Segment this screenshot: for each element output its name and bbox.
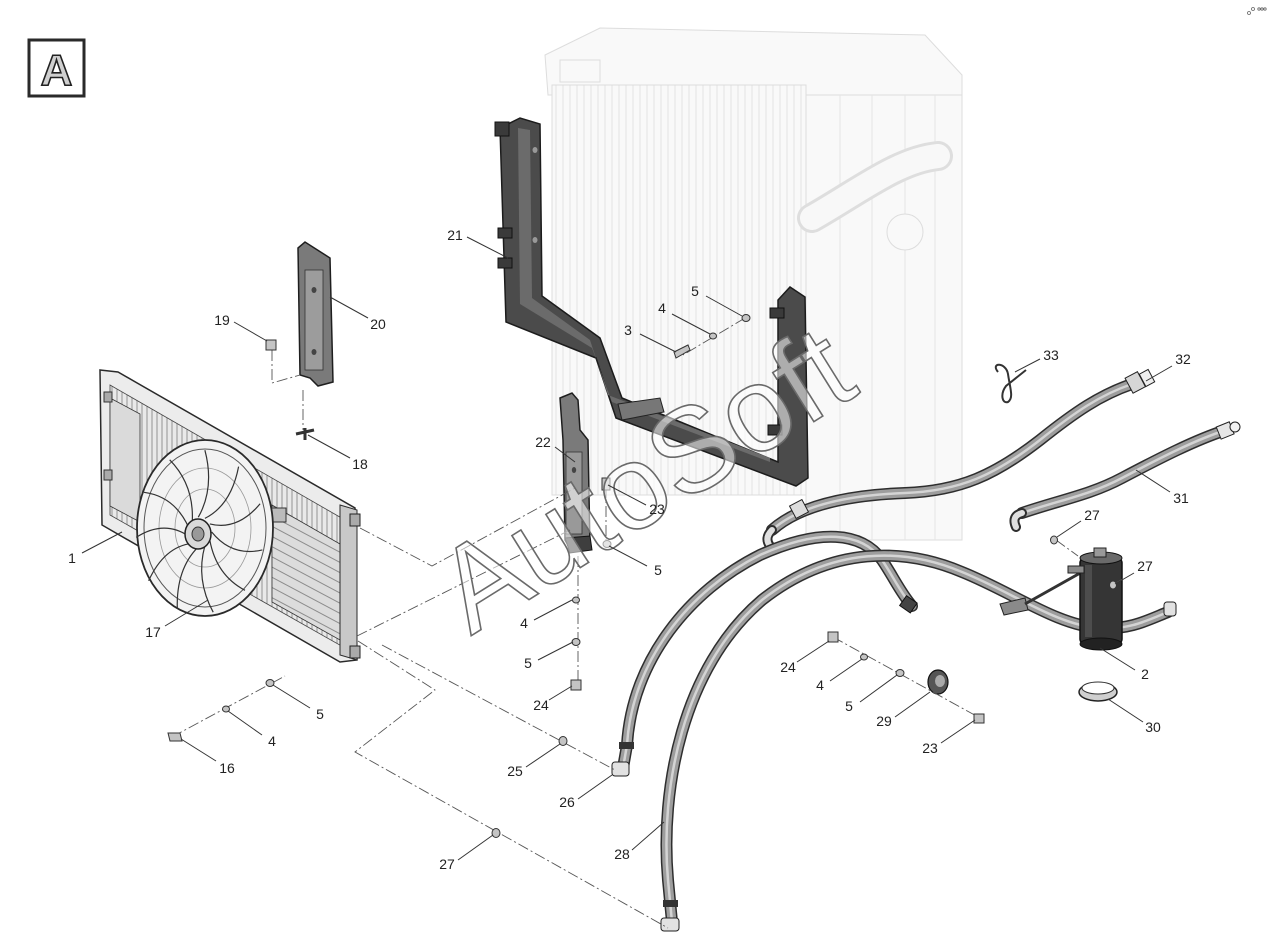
leader-line (1114, 572, 1135, 585)
mounting-ring (1078, 681, 1118, 702)
callout-28: 28 (614, 846, 630, 862)
leader-line (940, 719, 976, 744)
leader-line (1145, 365, 1173, 382)
callout-31: 31 (1173, 490, 1189, 506)
fan-blades (135, 450, 263, 613)
fan-blade (211, 531, 263, 553)
fasteners (167, 314, 1117, 838)
condenser-assembly (99, 369, 361, 663)
upper-condenser-bracket (297, 241, 334, 387)
leader-line (227, 710, 263, 736)
receiver-drier (1067, 547, 1123, 651)
callout-2: 2 (1141, 666, 1149, 682)
leader-line (607, 484, 647, 506)
callout-23-b: 23 (922, 740, 938, 756)
hose-28 (661, 556, 1177, 932)
figure-label: A (41, 46, 73, 95)
wing-nut (295, 428, 315, 440)
leader-line (307, 434, 351, 459)
fan-blade (209, 539, 246, 591)
leader-line (1107, 698, 1144, 723)
leader-line (554, 446, 576, 463)
leader-line (548, 685, 573, 701)
side-mounting-bracket (559, 392, 593, 554)
leader-line (1135, 469, 1171, 493)
callout-26: 26 (559, 794, 575, 810)
leader-line (537, 641, 574, 661)
callout-23-a: 23 (649, 501, 665, 517)
callout-19: 19 (214, 312, 230, 328)
condenser-fan (135, 439, 274, 617)
callout-16: 16 (219, 760, 235, 776)
callout-27-b: 27 (1084, 507, 1100, 523)
callout-24-b: 24 (780, 659, 796, 675)
leader-line (577, 774, 613, 800)
callout-29: 29 (876, 713, 892, 729)
radiator-frame-bracket (494, 117, 809, 487)
fan-blade (169, 459, 193, 521)
leader-line (457, 834, 494, 861)
leader-line (533, 599, 573, 621)
leader-line (608, 545, 648, 567)
leader-line (233, 321, 268, 342)
leader-line (671, 313, 711, 335)
callout-27-c: 27 (1137, 558, 1153, 574)
leader-line (796, 640, 830, 663)
callout-5-b: 5 (654, 562, 662, 578)
callout-4-a: 4 (658, 300, 666, 316)
leader-line (859, 674, 898, 703)
leader-line (329, 296, 369, 319)
callout-32: 32 (1175, 351, 1191, 367)
leader-line (180, 738, 217, 762)
fan-blade (176, 546, 199, 609)
leader-line (81, 531, 123, 554)
callout-4-c: 4 (268, 733, 276, 749)
callout-5-a: 5 (691, 283, 699, 299)
hose-31 (1009, 421, 1241, 532)
fan-blade (204, 466, 240, 519)
leader-line (466, 236, 509, 259)
leader-line (639, 333, 677, 353)
fan-blade (209, 503, 261, 526)
callout-21: 21 (447, 227, 463, 243)
fan-blade (143, 491, 190, 529)
callout-27-a: 27 (439, 856, 455, 872)
callout-4-b: 4 (520, 615, 528, 631)
leader-line (525, 743, 561, 768)
leader-line (829, 658, 863, 682)
callout-22: 22 (535, 434, 551, 450)
hose-26 (611, 537, 917, 777)
leader-line (705, 295, 743, 317)
callout-5-d: 5 (316, 706, 324, 722)
figure-label-box: A (27, 38, 86, 98)
callout-30: 30 (1145, 719, 1161, 735)
background-radiator-ghost (544, 27, 963, 541)
fan-blade (197, 450, 210, 518)
callout-5-c: 5 (524, 655, 532, 671)
leader-line (1014, 358, 1041, 373)
callout-24-a: 24 (533, 697, 549, 713)
protective-cap (927, 669, 949, 695)
callout-25: 25 (507, 763, 523, 779)
leader-line (164, 599, 209, 627)
callout-20: 20 (370, 316, 386, 332)
cable-tie (994, 363, 1027, 404)
leader-line (631, 821, 665, 851)
fan-blade (201, 545, 214, 613)
leader-line (1056, 520, 1082, 538)
callout-4-d: 4 (816, 677, 824, 693)
assembly-axis-lines (171, 317, 1125, 929)
callout-18: 18 (352, 456, 368, 472)
corner-marks (1247, 7, 1267, 15)
callout-17: 17 (145, 624, 161, 640)
leader-line (272, 684, 311, 709)
leader-line (894, 691, 931, 718)
callout-1: 1 (68, 550, 76, 566)
callout-3: 3 (624, 322, 632, 338)
leader-line (1099, 647, 1136, 671)
callout-33: 33 (1043, 347, 1059, 363)
callouts: 21 20 19 18 1 17 5 4 3 22 23 5 4 5 24 25 (68, 227, 1191, 872)
callout-5-e: 5 (845, 698, 853, 714)
